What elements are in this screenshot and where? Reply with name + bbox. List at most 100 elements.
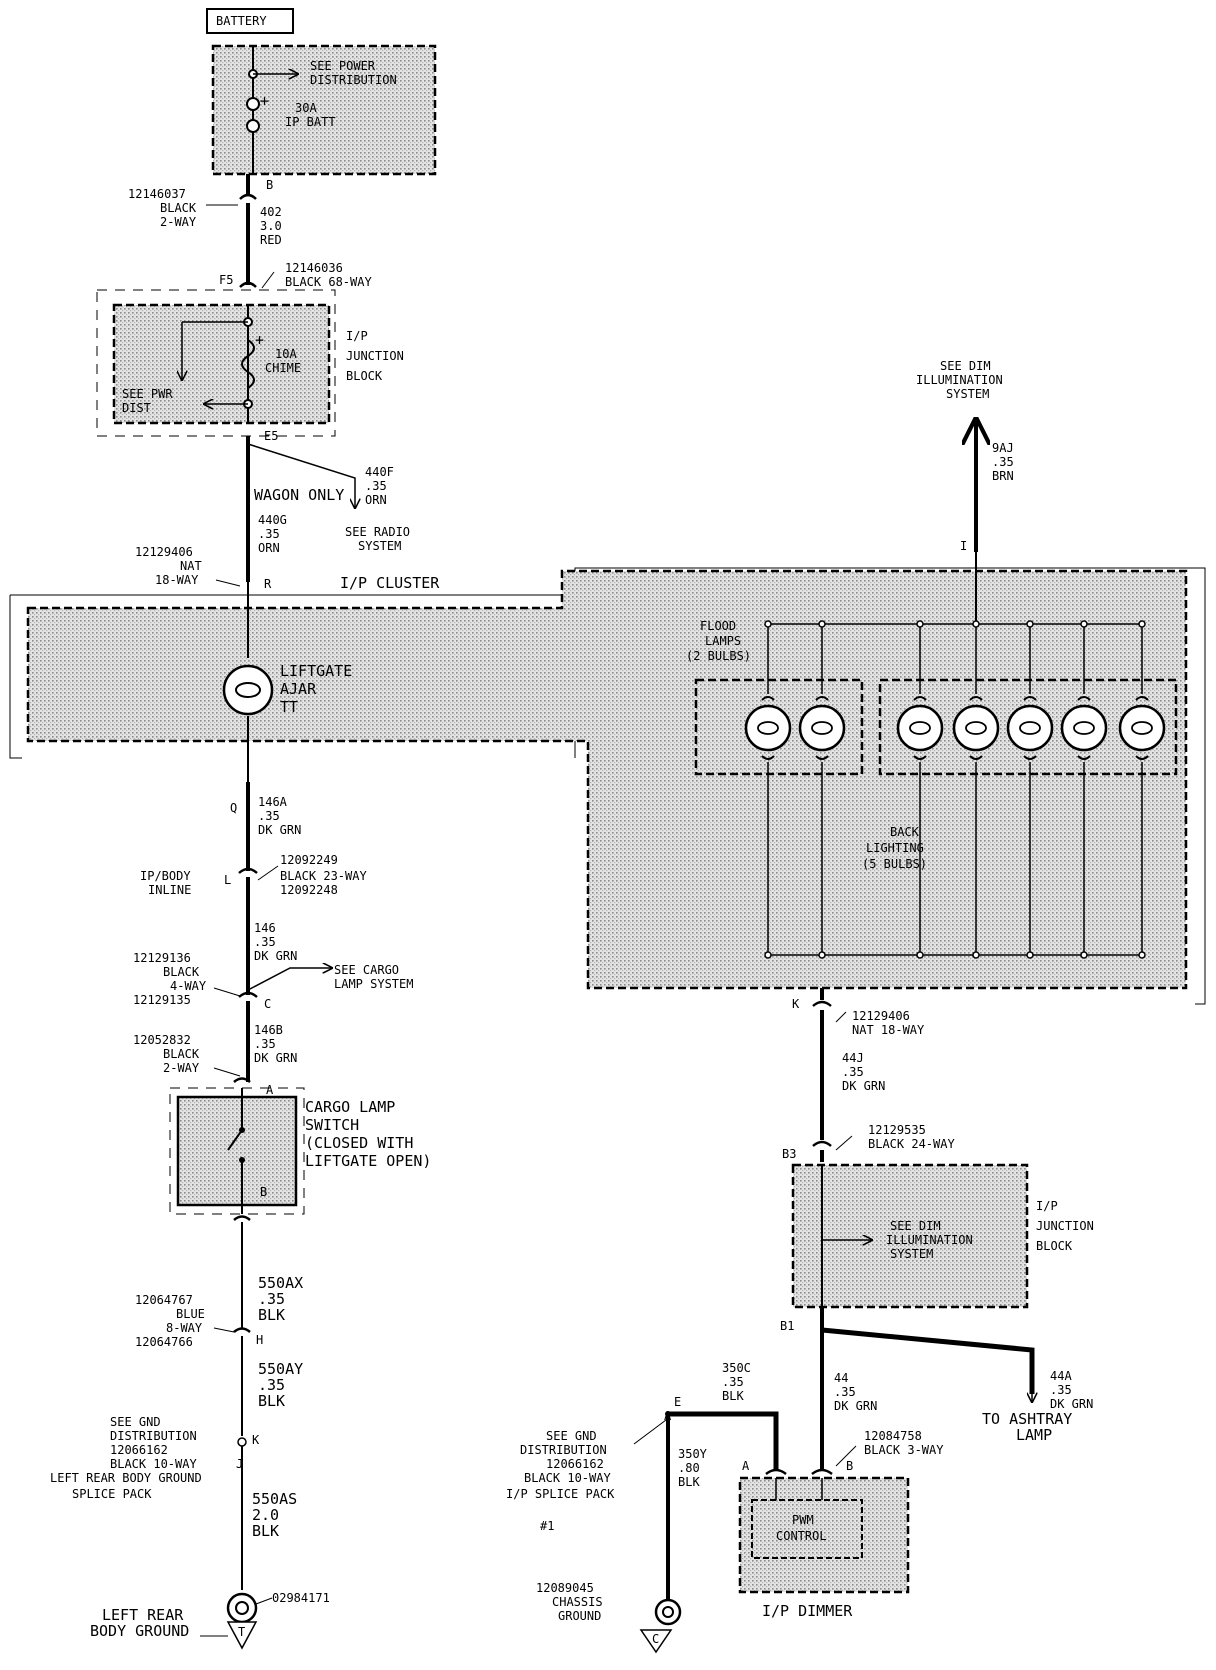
- splice-l5: LEFT REAR BODY GROUND: [50, 1471, 202, 1485]
- conn-b3-part: 12129535: [868, 1123, 926, 1137]
- cargo-switch-label-1: CARGO LAMP: [305, 1098, 395, 1116]
- circuit-146-gauge: .35: [254, 935, 276, 949]
- circuit-440g-gauge: .35: [258, 527, 280, 541]
- pin-b-top: B: [266, 178, 273, 192]
- splice350-l2: DISTRIBUTION: [520, 1443, 607, 1457]
- splice350-note: #1: [540, 1519, 554, 1533]
- back-lighting-1: BACK: [890, 825, 920, 839]
- chassis-ground-part: 12089045: [536, 1581, 594, 1595]
- wire-44: 44A .35 DK GRN TO ASHTRAY LAMP 44 .35 DK…: [820, 1307, 1093, 1470]
- cargo-switch-label-4: LIFTGATE OPEN): [305, 1152, 431, 1170]
- junction-top-name-2: JUNCTION: [346, 349, 404, 363]
- pin-e-splice: E: [674, 1395, 681, 1409]
- pin-j-splice: J: [236, 1457, 243, 1471]
- conn-dimmer-part: 12084758: [864, 1429, 922, 1443]
- conn-12146037-color: BLACK: [160, 201, 197, 215]
- dim-bottom-see-1: SEE DIM: [890, 1219, 941, 1233]
- dimmer-pin-a: A: [742, 1459, 750, 1473]
- see-cargo-2: LAMP SYSTEM: [334, 977, 413, 991]
- liftgate-label-2: AJAR: [280, 680, 317, 698]
- circuit-44a-gauge: .35: [1050, 1383, 1072, 1397]
- junction-bottom-name-1: I/P: [1036, 1199, 1058, 1213]
- splice-l1: SEE GND: [110, 1415, 161, 1429]
- circuit-146a-color: DK GRN: [258, 823, 301, 837]
- pin-b3: B3: [782, 1147, 796, 1161]
- circuit-9aj-gauge: .35: [992, 455, 1014, 469]
- pwm-label: PWM: [792, 1513, 814, 1527]
- wire-44j: K 12129406 NAT 18-WAY 44J .35 DK GRN 121…: [782, 988, 955, 1162]
- pin-k-cluster: K: [792, 997, 800, 1011]
- conn-dimmer-desc: BLACK 3-WAY: [864, 1443, 944, 1457]
- ip-junction-block-bottom: SEE DIM ILLUMINATION SYSTEM I/P JUNCTION…: [780, 1163, 1094, 1333]
- see-radio-line1: SEE RADIO: [345, 525, 410, 539]
- switch-pin-b: B: [260, 1185, 267, 1199]
- splice-l4: BLACK 10-WAY: [110, 1457, 197, 1471]
- lamp-rail: [744, 620, 1166, 959]
- dimmer-pin-b: B: [846, 1459, 853, 1473]
- flood-lamps-2: LAMPS: [705, 634, 741, 648]
- pin-e5: E5: [264, 429, 278, 443]
- wire-146: Q 146A .35 DK GRN IP/BODY INLINE L 12092…: [133, 782, 413, 1082]
- chassis-ground-label-1: CHASSIS: [552, 1595, 603, 1609]
- circuit-146-color: DK GRN: [254, 949, 297, 963]
- ground-part-number: 02984171: [272, 1591, 330, 1605]
- lamp-bulb-6: [1060, 704, 1108, 752]
- fuse-10a-plus-mark: +: [255, 331, 264, 349]
- ip-dimmer: A B PWM CONTROL I/P DIMMER: [738, 1459, 910, 1620]
- conn-h-ways: 8-WAY: [166, 1321, 203, 1335]
- pin-l: L: [224, 873, 231, 887]
- lamp-bulb-2: [798, 704, 846, 752]
- conn-12146037-ways: 2-WAY: [160, 215, 197, 229]
- conn-h-part-bottom: 12064766: [135, 1335, 193, 1349]
- conn-c-color: BLACK: [163, 965, 200, 979]
- lamp-bulb-3: [896, 704, 944, 752]
- conn-12129406-part: 12129406: [135, 545, 193, 559]
- power-fuse-box: + SEE POWER DISTRIBUTION 30A IP BATT: [211, 44, 437, 176]
- pin-h: H: [256, 1333, 263, 1347]
- ground-label-2: BODY GROUND: [90, 1622, 189, 1640]
- circuit-9aj-number: 9AJ: [992, 441, 1014, 455]
- circuit-550as-gauge: 2.0: [252, 1506, 279, 1524]
- fuse-10a-rating: 10A: [275, 347, 297, 361]
- circuit-402-color: RED: [260, 233, 282, 247]
- splice-l2: DISTRIBUTION: [110, 1429, 197, 1443]
- ip-body-inline-1: IP/BODY: [140, 869, 191, 883]
- fuse-plus-mark: +: [260, 92, 269, 110]
- circuit-440f-color: ORN: [365, 493, 387, 507]
- junction-top-name-3: BLOCK: [346, 369, 383, 383]
- ground-c-letter: C: [652, 1632, 659, 1646]
- circuit-350y-color: BLK: [678, 1475, 700, 1489]
- dim-bottom-see-3: SYSTEM: [890, 1247, 933, 1261]
- splice350-l1: SEE GND: [546, 1429, 597, 1443]
- ground-t-letter: T: [238, 1625, 245, 1639]
- circuit-44j-gauge: .35: [842, 1065, 864, 1079]
- splice350-l3: 12066162: [546, 1457, 604, 1471]
- cargo-lamp-switch: A B CARGO LAMP SWITCH (CLOSED WITH LIFTG…: [169, 1077, 431, 1221]
- dim-top-see-3: SYSTEM: [946, 387, 989, 401]
- control-label: CONTROL: [776, 1529, 827, 1543]
- conn-b3-desc: BLACK 24-WAY: [868, 1137, 955, 1151]
- circuit-44j-color: DK GRN: [842, 1079, 885, 1093]
- wire-550: 550AX .35 BLK 12064767 BLUE 8-WAY 120647…: [50, 1222, 330, 1650]
- circuit-550as-number: 550AS: [252, 1490, 297, 1508]
- flood-lamps-3: (2 BULBS): [686, 649, 751, 663]
- circuit-550ax-gauge: .35: [258, 1290, 285, 1308]
- conn-12146036-desc: BLACK 68-WAY: [285, 275, 372, 289]
- wire-402: B 12146037 BLACK 2-WAY 402 3.0 RED 12146…: [128, 174, 372, 304]
- circuit-350c-gauge: .35: [722, 1375, 744, 1389]
- circuit-146a-number: 146A: [258, 795, 288, 809]
- conn-sw-part: 12052832: [133, 1033, 191, 1047]
- conn-44j-part: 12129406: [852, 1009, 910, 1023]
- chassis-ground-label-2: GROUND: [558, 1609, 601, 1623]
- dim-top-see-1: SEE DIM: [940, 359, 991, 373]
- liftgate-label-1: LIFTGATE: [280, 662, 352, 680]
- circuit-146b-number: 146B: [254, 1023, 283, 1037]
- see-power-line1: SEE POWER: [310, 59, 376, 73]
- conn-sw-ways: 2-WAY: [163, 1061, 200, 1075]
- circuit-146b-gauge: .35: [254, 1037, 276, 1051]
- conn-12129406-ways: 18-WAY: [155, 573, 199, 587]
- circuit-550ay-number: 550AY: [258, 1360, 303, 1378]
- circuit-440g-number: 440G: [258, 513, 287, 527]
- liftgate-ajar-telltale: LIFTGATE AJAR TT: [222, 582, 352, 782]
